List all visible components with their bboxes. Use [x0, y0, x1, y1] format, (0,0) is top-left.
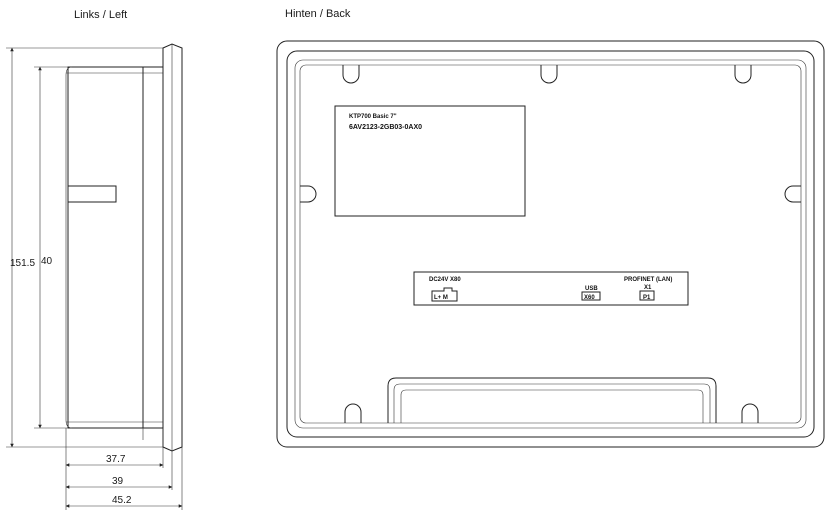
back-view: KTP700 Basic 7" 6AV2123-2GB03-0AX0 DC24V…	[276, 40, 825, 448]
usb-port	[581, 291, 601, 301]
profinet-label: PROFINET (LAN)	[624, 277, 672, 283]
dim-depth-2: 39	[112, 476, 124, 487]
latch-left	[300, 185, 317, 203]
dim-depth-3: 45.2	[112, 495, 132, 506]
power-connector-label: DC24V X80	[429, 277, 461, 283]
back-outer-frame	[276, 40, 825, 448]
latch-bottom-right	[741, 403, 759, 423]
dim-depth-1: 37.7	[106, 454, 126, 465]
nameplate-order-number: 6AV2123-2GB03-0AX0	[349, 124, 422, 131]
latch-top-left	[342, 65, 360, 84]
latch-bottom-left	[344, 403, 362, 423]
dim-height-inner: 40	[41, 256, 53, 267]
connector-strip	[413, 271, 689, 306]
profinet-port	[639, 290, 655, 301]
latch-top-right	[734, 65, 752, 84]
power-connector-pins: L+ M	[434, 295, 448, 301]
back-bezel	[286, 50, 815, 438]
profinet-id: X1	[644, 285, 652, 291]
bottom-recess	[387, 377, 717, 423]
power-connector	[431, 287, 458, 302]
front-bezel	[162, 43, 183, 452]
left-side-view: 151.5 40 37.7 39 45.2	[6, 43, 183, 510]
mounting-clamp	[67, 185, 117, 203]
housing-rear-edge	[65, 66, 73, 429]
usb-label: USB	[585, 286, 598, 292]
nameplate-model: KTP700 Basic 7"	[349, 114, 397, 120]
nameplate	[334, 105, 526, 217]
latch-top-center	[540, 65, 558, 84]
profinet-port-id: P1	[643, 295, 651, 301]
left-view-title: Links / Left	[74, 9, 127, 21]
housing-outline	[67, 66, 164, 429]
back-view-title: Hinten / Back	[285, 8, 351, 20]
dim-height-outer: 151.5	[10, 258, 35, 269]
usb-port-id: X60	[584, 295, 595, 301]
latch-right	[784, 185, 801, 203]
